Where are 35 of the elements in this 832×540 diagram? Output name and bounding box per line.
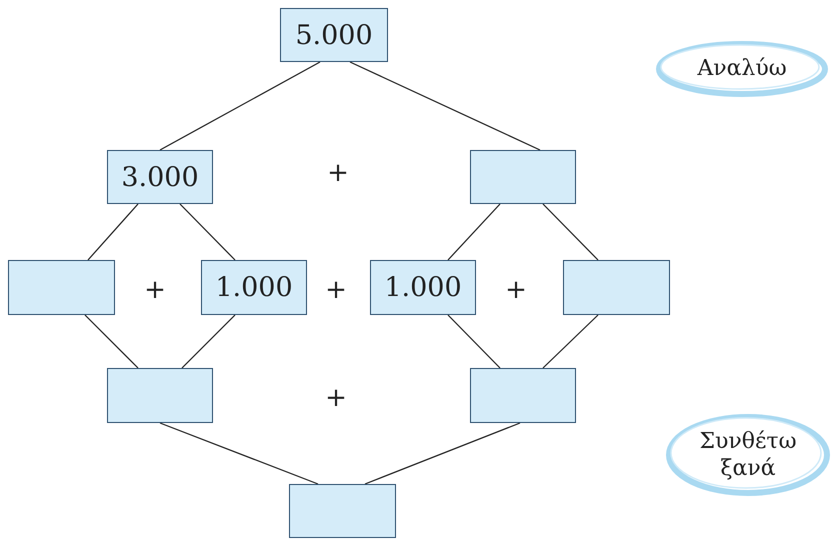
answer-box	[289, 484, 396, 538]
answer-box	[563, 260, 670, 315]
number-box	[280, 8, 388, 62]
connector-line	[448, 204, 500, 260]
connector-line	[84, 314, 138, 368]
answer-box	[107, 368, 213, 423]
number-box	[107, 150, 213, 204]
number-box	[370, 260, 476, 315]
plus-sign: +	[505, 275, 527, 305]
connector-line	[350, 61, 540, 151]
answer-box	[470, 150, 576, 204]
connector-line	[160, 61, 320, 151]
connector-line	[180, 204, 236, 260]
answer-box	[470, 368, 576, 423]
answer-box	[8, 260, 115, 315]
plus-sign: +	[325, 383, 347, 413]
connector-line	[364, 422, 520, 485]
plus-sign: +	[327, 158, 349, 188]
plus-sign: +	[144, 275, 166, 305]
node-text: Αναλύω	[697, 55, 787, 83]
speech-bubble	[655, 40, 829, 98]
number-box	[201, 260, 307, 315]
connector-line	[88, 204, 138, 260]
node-text: 1.000	[384, 272, 462, 303]
speech-bubble	[665, 413, 831, 497]
node-text: 3.000	[121, 162, 199, 192]
connector-line	[542, 204, 598, 260]
node-text: 1.000	[215, 272, 293, 303]
connector-line	[182, 314, 236, 368]
connector-line	[448, 314, 500, 368]
connector-line	[542, 314, 598, 368]
node-text: 5.000	[295, 20, 373, 50]
node-text: Συνθέτω ξανά	[698, 428, 798, 482]
connector-line	[160, 422, 318, 485]
plus-sign: +	[325, 275, 347, 305]
